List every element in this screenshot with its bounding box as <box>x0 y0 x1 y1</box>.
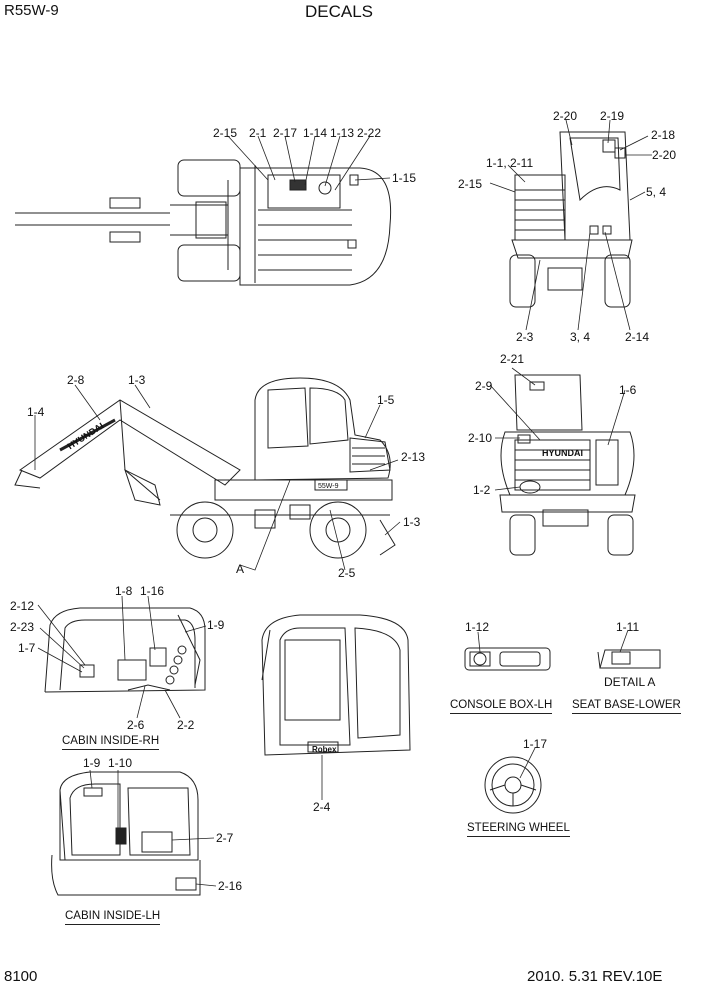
callout-1-12: 1-12 <box>465 620 490 634</box>
cabin-inside-lh <box>51 771 201 896</box>
front-brand-text: HYUNDAI <box>542 448 584 458</box>
rear-view <box>509 131 633 308</box>
callout-3-4: 3, 4 <box>570 330 591 344</box>
page-number: 8100 <box>4 968 38 985</box>
date-revision: 2010. 5.31 REV.10E <box>527 968 663 985</box>
callout-2-15-top: 2-15 <box>213 126 238 140</box>
leader-lines <box>34 119 652 887</box>
callout-1-3-blade: 1-3 <box>403 515 421 529</box>
callout-2-4: 2-4 <box>313 800 331 814</box>
callout-2-15-rear: 2-15 <box>458 177 483 191</box>
callout-2-14: 2-14 <box>625 330 650 344</box>
callout-1-10: 1-10 <box>108 756 133 770</box>
callout-2-7: 2-7 <box>216 831 234 845</box>
callout-5-4: 5, 4 <box>646 185 667 199</box>
caption-console-box-lh: CONSOLE BOX-LH <box>450 699 553 714</box>
callout-2-17: 2-17 <box>273 126 298 140</box>
callout-2-19: 2-19 <box>600 109 625 123</box>
callout-2-20-a: 2-20 <box>553 109 578 123</box>
callout-2-12: 2-12 <box>10 599 35 613</box>
cabin-door-view <box>261 614 411 756</box>
callout-1-17: 1-17 <box>523 737 548 751</box>
caption-seat-base-lower: SEAT BASE-LOWER <box>572 699 681 714</box>
callout-1-2: 1-2 <box>473 483 491 497</box>
callout-2-18: 2-18 <box>651 128 676 142</box>
callout-1-13: 1-13 <box>330 126 355 140</box>
seat-base-view <box>597 649 661 669</box>
detail-a-label: DETAIL A <box>604 675 656 689</box>
callout-2-16: 2-16 <box>218 879 243 893</box>
callout-2-8: 2-8 <box>67 373 85 387</box>
page-title: DECALS <box>305 2 374 21</box>
callout-1-16: 1-16 <box>140 584 165 598</box>
callout-2-20-b: 2-20 <box>652 148 677 162</box>
caption-cabin-inside-rh: CABIN INSIDE-RH <box>62 735 160 750</box>
callout-2-1: 2-1 <box>249 126 267 140</box>
callout-2-9: 2-9 <box>475 379 493 393</box>
console-box-view <box>464 647 551 671</box>
callout-2-5: 2-5 <box>338 566 356 580</box>
callout-2-22: 2-22 <box>357 126 382 140</box>
callout-1-9-lh: 1-9 <box>83 756 101 770</box>
callout-2-21: 2-21 <box>500 352 525 366</box>
callout-1-1-2-11: 1-1, 2-11 <box>486 156 534 170</box>
cab-logo-text: Robex <box>312 745 337 754</box>
callout-2-23: 2-23 <box>10 620 35 634</box>
cabin-inside-rh <box>44 607 206 693</box>
callout-1-11: 1-11 <box>616 620 640 634</box>
callout-1-9-rh: 1-9 <box>207 618 225 632</box>
callout-2-3: 2-3 <box>516 330 534 344</box>
callout-2-6: 2-6 <box>127 718 145 732</box>
model-badge-text: 55W-9 <box>318 483 339 490</box>
callout-2-13: 2-13 <box>401 450 426 464</box>
callout-1-4: 1-4 <box>27 405 45 419</box>
callout-1-15: 1-15 <box>392 171 417 185</box>
caption-cabin-inside-lh: CABIN INSIDE-LH <box>65 910 161 925</box>
top-view <box>15 159 392 286</box>
callout-1-14: 1-14 <box>303 126 328 140</box>
callout-1-3-boom: 1-3 <box>128 373 146 387</box>
caption-steering-wheel: STEERING WHEEL <box>467 822 570 837</box>
callout-1-6: 1-6 <box>619 383 637 397</box>
callout-2-2: 2-2 <box>177 718 195 732</box>
callout-2-10: 2-10 <box>468 431 493 445</box>
steering-wheel-view <box>484 756 542 814</box>
model-code: R55W-9 <box>4 2 59 19</box>
callout-detail-a: A <box>236 562 245 576</box>
callout-1-8: 1-8 <box>115 584 133 598</box>
callout-1-7: 1-7 <box>18 641 36 655</box>
callout-1-5: 1-5 <box>377 393 395 407</box>
front-view <box>499 374 636 556</box>
side-view <box>14 377 396 559</box>
